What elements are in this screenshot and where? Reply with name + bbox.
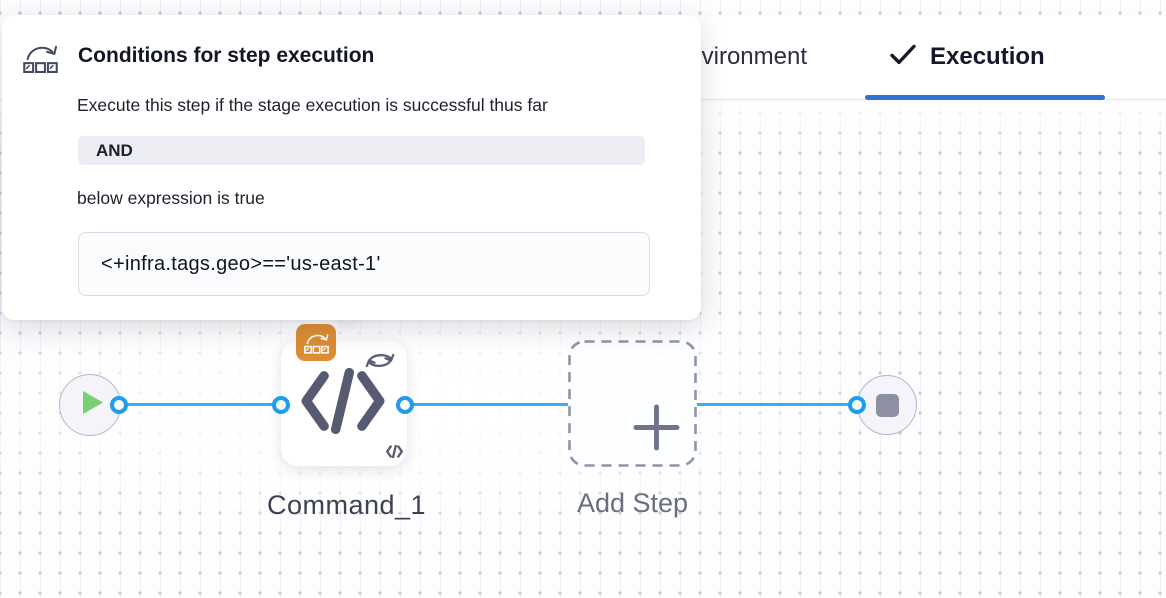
edge-addstep-to-end [697, 403, 857, 406]
add-step-node[interactable] [568, 340, 697, 467]
conditional-execution-badge[interactable] [296, 324, 336, 361]
conditions-popover: Conditions for step execution Execute th… [2, 15, 701, 320]
operator-chip: AND [78, 136, 645, 165]
port-start-out[interactable] [110, 396, 128, 414]
tab-execution-label: Execution [930, 42, 1045, 70]
port-end-in[interactable] [848, 396, 866, 414]
popover-description: Execute this step if the stage execution… [77, 95, 548, 115]
canvas-node-glow [0, 280, 910, 535]
looping-strategy-icon[interactable] [365, 347, 395, 379]
popover-title: Conditions for step execution [78, 44, 375, 67]
step-label-add-step[interactable]: Add Step [576, 488, 689, 518]
step-label-command-1[interactable]: Command_1 [267, 490, 427, 520]
edge-start-to-command [119, 403, 281, 406]
step-node-command-1[interactable] [281, 341, 407, 466]
active-tab-underline [865, 95, 1105, 100]
play-icon [83, 391, 103, 419]
port-command-in[interactable] [272, 396, 290, 414]
condition-expression: <+infra.tags.geo>=='us-east-1' [78, 232, 650, 296]
code-icon [301, 367, 385, 439]
end-node[interactable] [857, 375, 917, 435]
stop-icon [875, 393, 899, 417]
edge-command-to-addstep [405, 403, 568, 406]
code-icon-small [386, 444, 403, 463]
conditional-execution-icon [22, 40, 59, 80]
checkmark-icon [890, 43, 916, 69]
tab-execution[interactable]: Execution [890, 42, 1045, 70]
popover-expression-hint: below expression is true [77, 188, 265, 208]
port-command-out[interactable] [396, 396, 414, 414]
